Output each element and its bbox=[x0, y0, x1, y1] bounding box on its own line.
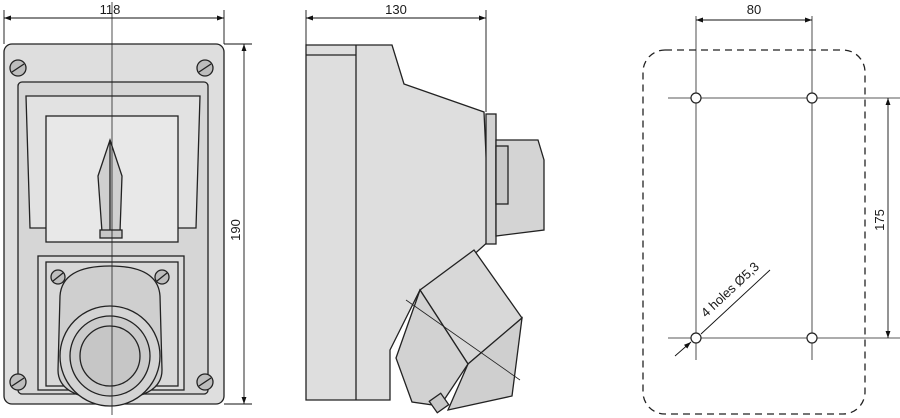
corner-screw-bottom-right bbox=[196, 373, 214, 391]
mounting-hole-bottom-right bbox=[806, 332, 818, 344]
side-depth-label: 130 bbox=[385, 2, 407, 17]
mounting-pattern bbox=[642, 16, 900, 415]
front-width-label: 118 bbox=[100, 2, 121, 17]
hole-callout-label: 4 holes Ø5,3 bbox=[698, 259, 762, 320]
side-switch-knob bbox=[485, 113, 545, 245]
mounting-hole-top-left bbox=[690, 92, 702, 104]
mount-horizontal-label: 80 bbox=[747, 2, 761, 17]
mounting-hole-bottom-left bbox=[690, 332, 702, 344]
front-width-dimension bbox=[3, 10, 225, 44]
rotary-switch-knob bbox=[97, 137, 123, 239]
mounting-hole-top-right bbox=[806, 92, 818, 104]
mount-vertical-label: 175 bbox=[872, 209, 887, 231]
front-view bbox=[3, 2, 225, 415]
side-view bbox=[305, 44, 545, 414]
hole-callout-leader bbox=[674, 269, 771, 357]
socket-screw-left bbox=[50, 269, 66, 285]
socket-screw-right bbox=[154, 269, 170, 285]
housing-outline-dashed bbox=[642, 49, 866, 415]
corner-screw-bottom-left bbox=[9, 373, 27, 391]
corner-screw-top-left bbox=[9, 59, 27, 77]
front-height-label: 190 bbox=[228, 219, 243, 241]
side-depth-dimension bbox=[305, 10, 487, 112]
side-angled-socket bbox=[395, 249, 523, 414]
socket-outlet bbox=[57, 265, 163, 407]
corner-screw-top-right bbox=[196, 59, 214, 77]
front-height-dimension bbox=[224, 43, 252, 405]
